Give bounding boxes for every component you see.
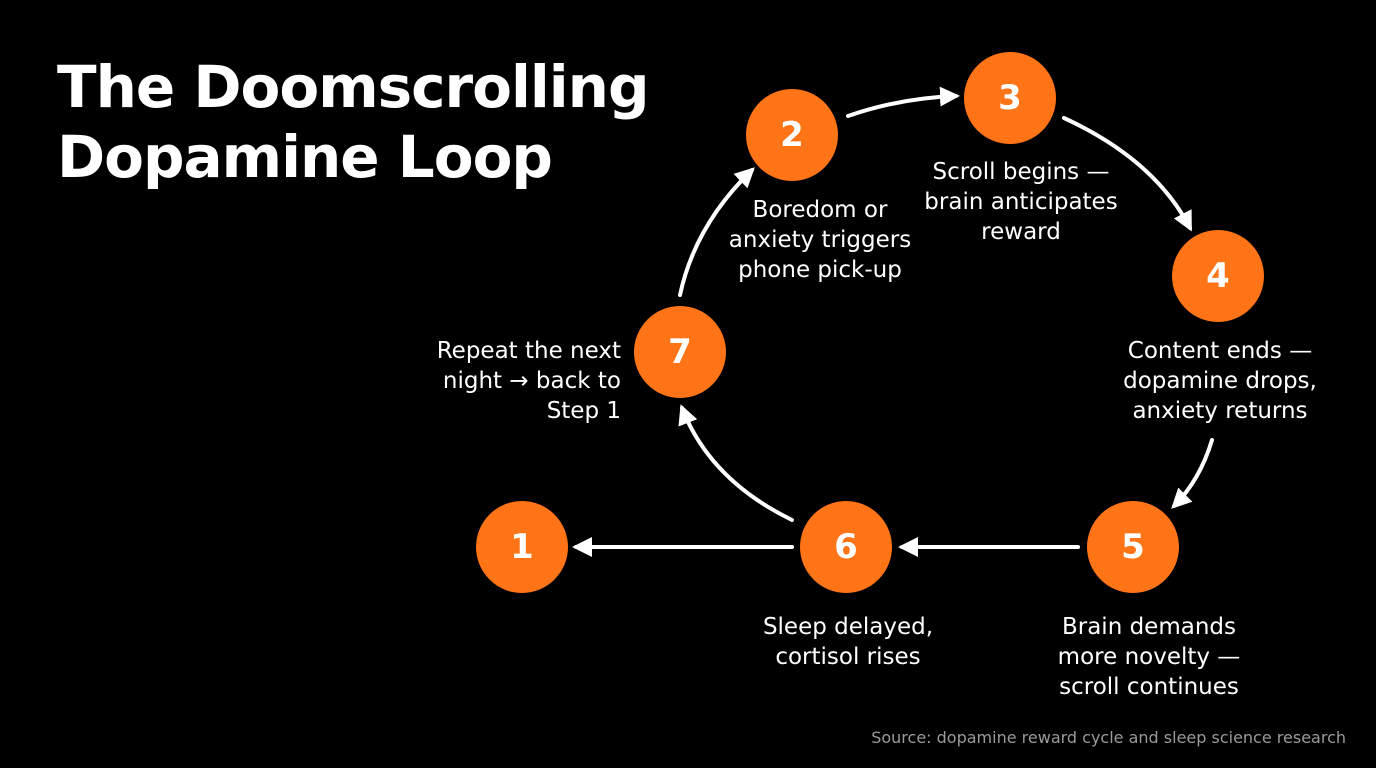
title-line-1: The Doomscrolling (57, 53, 649, 121)
step-4-label-line: dopamine drops, (1123, 368, 1317, 394)
step-3-label-line: brain anticipates (924, 189, 1118, 215)
source-note: Source: dopamine reward cycle and sleep … (871, 728, 1346, 747)
step-3-label: Scroll begins — brain anticipates reward (924, 157, 1117, 247)
arrow-4-to-5 (1171, 438, 1214, 509)
arrow-7-to-2 (678, 167, 755, 297)
step-5-label-line: scroll continues (1059, 674, 1239, 700)
step-2-label-line: anxiety triggers (728, 227, 912, 253)
arrow-6-to-7 (678, 404, 794, 522)
step-6-label: Sleep delayed, cortisol rises (763, 612, 933, 672)
step-4-label: Content ends — dopamine drops, anxiety r… (1123, 336, 1317, 426)
step-5-label-line: Brain demands (1061, 614, 1237, 640)
arrow-2-to-3 (846, 86, 960, 118)
step-3-label-line: reward (981, 219, 1061, 245)
step-3-node: 3 (964, 52, 1056, 144)
step-5-label-line: more novelty — (1057, 644, 1241, 670)
step-4-node: 4 (1172, 230, 1264, 322)
step-2-label-line: phone pick-up (738, 257, 902, 283)
step-3-label-line: Scroll begins — (932, 159, 1110, 185)
step-7-label-line: Step 1 (546, 398, 621, 424)
diagram-title: The Doomscrolling Dopamine Loop (57, 52, 649, 192)
step-7-label-line: Repeat the next (436, 338, 621, 364)
step-5-label: Brain demands more novelty — scroll cont… (1058, 612, 1241, 702)
step-1-node: 1 (476, 501, 568, 593)
step-6-node: 6 (800, 501, 892, 593)
step-6-label-line: cortisol rises (775, 644, 921, 670)
step-4-label-line: Content ends — (1127, 338, 1313, 364)
step-2-label: Boredom or anxiety triggers phone pick-u… (729, 195, 911, 285)
step-7-label-line: night → back to (442, 368, 621, 394)
step-7-node: 7 (634, 306, 726, 398)
step-4-label-line: anxiety returns (1132, 398, 1308, 424)
step-7-label: Repeat the next night → back to Step 1 (437, 336, 621, 426)
title-line-2: Dopamine Loop (57, 123, 553, 191)
step-2-node: 2 (746, 89, 838, 181)
step-2-label-line: Boredom or (752, 197, 888, 223)
step-5-node: 5 (1087, 501, 1179, 593)
step-6-label-line: Sleep delayed, (762, 614, 934, 640)
arrow-3-to-4 (1062, 116, 1192, 232)
